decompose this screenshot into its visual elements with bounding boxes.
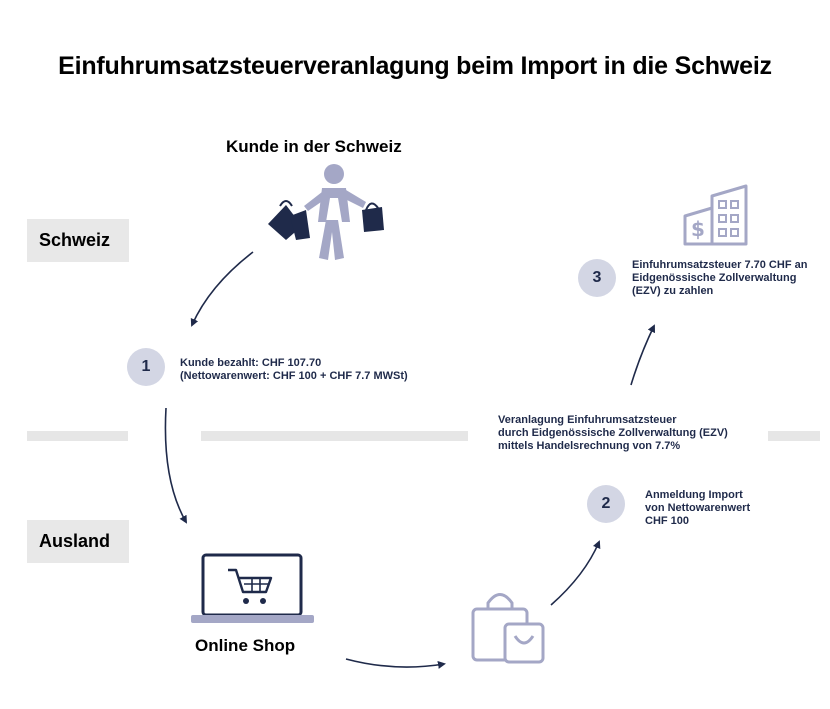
arrow-shop-to-parcel	[345, 658, 446, 669]
step-1-text: Kunde bezahlt: CHF 107.70 (Nettowarenwer…	[180, 357, 408, 383]
step-2-line-1: Anmeldung Import	[645, 489, 743, 501]
border-band-middle	[201, 431, 468, 441]
assessment-line-3: mittels Handelsrechnung von 7.7%	[498, 440, 681, 452]
region-label-ausland: Ausland	[27, 520, 129, 563]
step-1-line-2: (Nettowarenwert: CHF 100 + CHF 7.7 MWSt)	[180, 370, 408, 382]
arrow-customer-to-payment	[190, 251, 254, 327]
step-2-text: Anmeldung Import von Nettowarenwert CHF …	[645, 489, 750, 528]
assessment-line-1: Veranlagung Einfuhrumsatzsteuer	[498, 414, 677, 426]
arrow-parcel-to-declaration	[550, 540, 601, 606]
step-1-badge: 1	[127, 348, 165, 386]
page-title: Einfuhrumsatzsteuerveranlagung beim Impo…	[58, 52, 772, 80]
step-3-line-3: (EZV) zu zahlen	[632, 285, 714, 297]
customer-label: Kunde in der Schweiz	[226, 137, 402, 156]
step-3-line-1: Einfuhrumsatzsteuer 7.70 CHF an	[632, 259, 808, 271]
border-band-left	[27, 431, 128, 441]
assessment-line-2: durch Eidgenössische Zollverwaltung (EZV…	[498, 427, 728, 439]
assessment-text: Veranlagung Einfuhrumsatzsteuer durch Ei…	[498, 414, 728, 453]
step-2-line-3: CHF 100	[645, 515, 690, 527]
arrow-assessment-to-tax	[630, 324, 655, 386]
border-band-right	[768, 431, 820, 441]
svg-text:$: $	[691, 217, 705, 241]
arrow-payment-to-shop	[164, 407, 187, 524]
region-label-schweiz: Schweiz	[27, 219, 129, 262]
step-2-line-2: von Nettowarenwert	[645, 502, 751, 514]
step-1-line-1: Kunde bezahlt: CHF 107.70	[180, 357, 322, 369]
shop-label: Online Shop	[195, 636, 296, 655]
step-3-badge: 3	[578, 259, 616, 297]
step-3-line-2: Eidgenössische Zollverwaltung	[632, 272, 797, 284]
step-3-text: Einfuhrumsatzsteuer 7.70 CHF an Eidgenös…	[632, 259, 807, 298]
step-2-badge: 2	[587, 485, 625, 523]
